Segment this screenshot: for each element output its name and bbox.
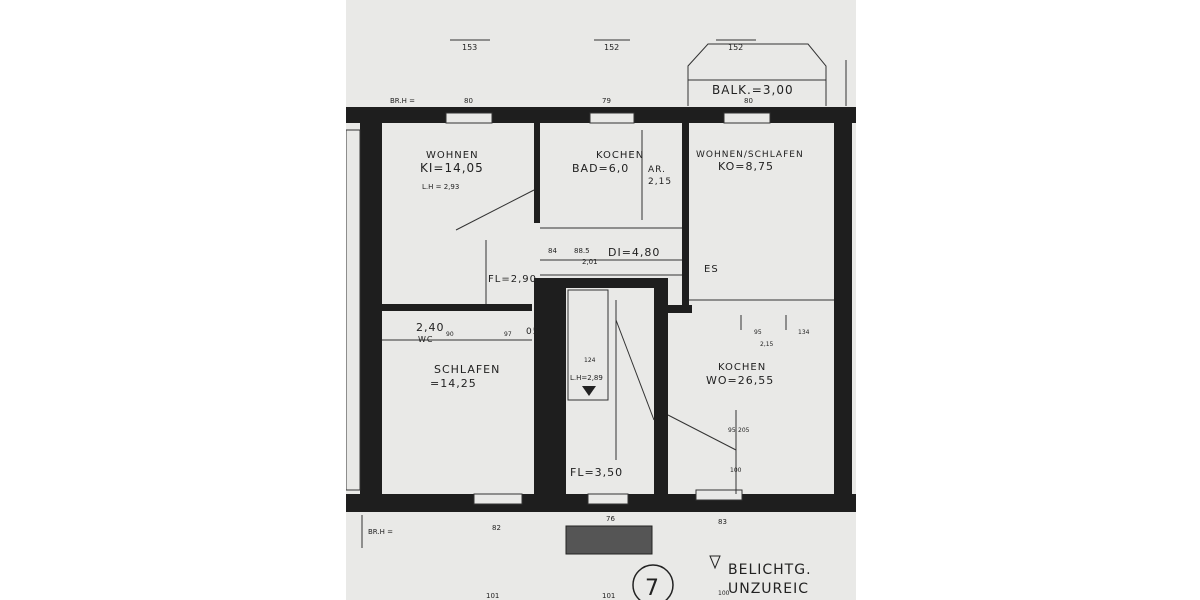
sill-bottom-1: 82 (492, 524, 501, 532)
room-diele-area: DI=4,80 (608, 246, 660, 259)
top-dim-3: 152 (728, 43, 743, 52)
note-line-1: BELICHTG. (728, 562, 812, 578)
kochen-dim-1: 95 (754, 329, 762, 336)
room-wohnen-area: KI=14,05 (420, 161, 484, 175)
diele-dim-3: 2,01 (582, 258, 598, 266)
triangle-marker-icon (709, 555, 721, 570)
top-dim-1: 153 (462, 43, 477, 52)
room-schlafen-name: SCHLAFEN (434, 363, 500, 376)
top-dimensions: 153 152 152 (450, 39, 756, 52)
room-kochen-bottom-area: WO=26,55 (706, 374, 774, 387)
sill-top-1: 80 (464, 97, 473, 105)
kochen-dim-3: 2,15 (760, 341, 774, 348)
room-schlafen-area: =14,25 (430, 377, 477, 390)
top-dim-2: 152 (604, 43, 619, 52)
abstell-dim-2: 97 (504, 331, 512, 338)
stair-dim: 124 (584, 357, 596, 364)
interior-lines (382, 130, 834, 494)
room-wohnen-name: WOHNEN (426, 150, 479, 161)
bottom-dim-1: 101 (486, 592, 499, 600)
note-line-2: UNZUREIC (728, 581, 809, 597)
diele-dim-1: 84 (548, 247, 557, 255)
room-wohnen-schlafen-area: KO=8,75 (718, 160, 774, 173)
bottom-dim-3: 100 (718, 590, 730, 597)
balcony-label: BALK.=3,00 (712, 83, 794, 97)
room-wohnen-schlafen-name: WOHNEN/SCHLAFEN (696, 150, 804, 160)
kochen-dim-4: 95 (728, 427, 736, 434)
room-abstell-sub: WC (418, 335, 434, 344)
room-kochen-top-extra-dim: 2,15 (648, 177, 672, 187)
brh-bottom-label: BR.H = (368, 528, 393, 536)
down-arrow-icon (582, 386, 596, 396)
sill-bottom-3: 83 (718, 518, 727, 526)
kochen-dim-2: 134 (798, 329, 810, 336)
room-abstell-area: 2,40 (416, 321, 445, 334)
floor-plan-drawing: 153 152 152 BALK.=3,00 BR.H = 80 79 80 (346, 39, 856, 600)
sill-top-3: 80 (744, 97, 753, 105)
sill-top-2: 79 (602, 97, 611, 105)
sheet-number-circle (632, 564, 674, 600)
room-kochen-top-extra: AR. (648, 165, 666, 175)
room-flur-bottom-area: FL=3,50 (570, 466, 623, 479)
abstell-dim-3: 05 (526, 327, 539, 337)
stair-height: L.H=2,89 (570, 374, 603, 382)
room-wohnen-height: L.H = 2,93 (422, 183, 459, 191)
room-kochen-top-name: KOCHEN (596, 150, 644, 161)
room-flur-left-area: FL=2,90 (488, 274, 537, 285)
kochen-dim-6: 100 (730, 467, 742, 474)
room-kochen-bottom-name: KOCHEN (718, 362, 766, 373)
floor-plan-sheet: 153 152 152 BALK.=3,00 BR.H = 80 79 80 (346, 0, 856, 600)
kochen-dim-5: 205 (738, 427, 750, 434)
balcony: BALK.=3,00 (687, 43, 847, 106)
abstell-dim-1: 90 (446, 331, 454, 338)
windows (346, 112, 771, 505)
bottom-dim-2: 101 (602, 592, 615, 600)
hatched-block (565, 525, 653, 555)
brh-top-label: BR.H = (390, 97, 415, 105)
sheet-number: 7 (645, 576, 660, 600)
label-es: ES (704, 264, 719, 275)
room-kochen-top-area: BAD=6,0 (572, 162, 629, 175)
diele-dim-2: 88.5 (574, 247, 590, 255)
sill-bottom-2: 76 (606, 515, 615, 523)
